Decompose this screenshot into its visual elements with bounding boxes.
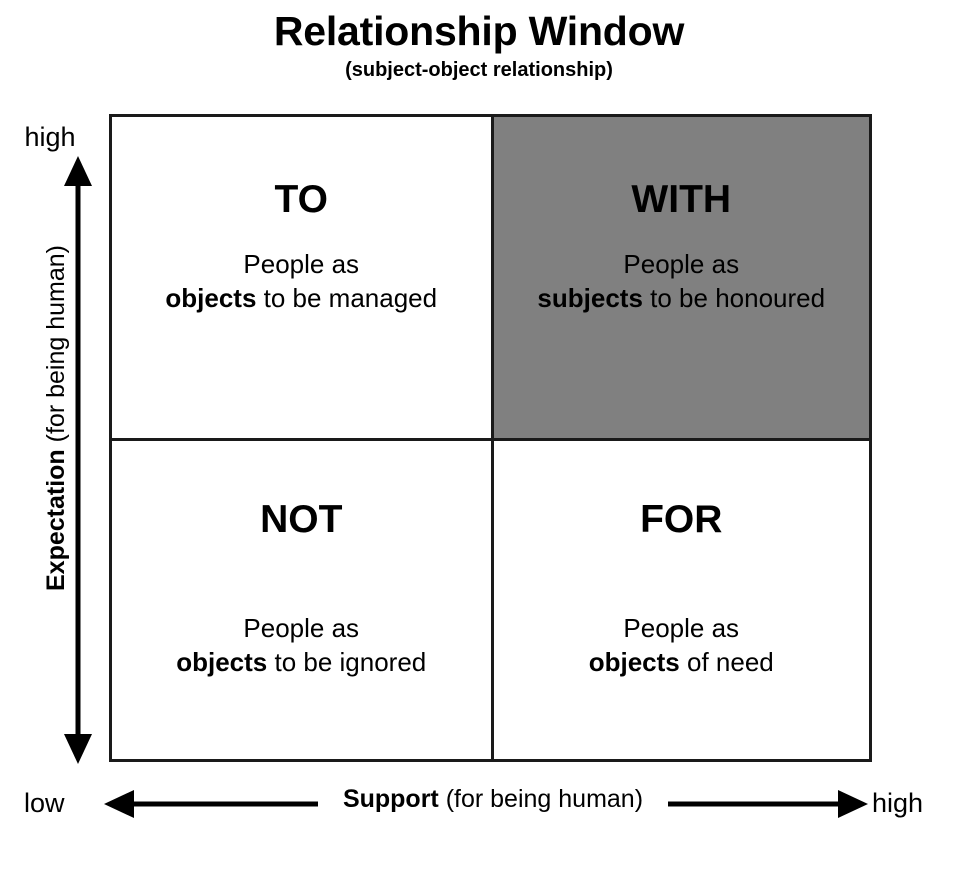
quadrant-for[interactable]: FOR People as objects of need — [490, 438, 869, 759]
page-title: Relationship Window — [273, 8, 685, 54]
x-axis-title-bold: Support — [342, 785, 439, 813]
quadrant-with-line2: subjects to be honoured — [537, 281, 825, 315]
y-axis: high Expectation (for being human) — [0, 114, 109, 764]
x-axis-title: Support (for being human) — [318, 784, 668, 814]
quadrant-for-line1: People as — [623, 613, 740, 643]
quadrant-with-line2-rest: to be honoured — [642, 283, 826, 313]
page-subtitle: (subject-object relationship) — [345, 59, 613, 81]
quadrant-to-heading: TO — [274, 178, 328, 221]
quadrant-not-line2: objects to be ignored — [176, 645, 426, 679]
y-axis-high-label: high — [24, 122, 76, 152]
quadrant-for-line2-bold: objects — [588, 647, 680, 677]
quadrant-for-heading: FOR — [640, 498, 723, 541]
quadrant-not-line2-rest: to be ignored — [267, 647, 427, 677]
x-axis-low-label: low — [24, 788, 65, 818]
quadrant-to-body: People as objects to be managed — [165, 247, 437, 315]
quadrant-not-body: People as objects to be ignored — [176, 611, 426, 679]
quadrant-with-heading: WITH — [631, 178, 732, 221]
quadrant-not-line1: People as — [243, 613, 360, 643]
quadrant-not-heading: NOT — [260, 498, 343, 541]
x-axis-high-label: high — [872, 788, 924, 818]
quadrant-for-body: People as objects of need — [589, 611, 774, 679]
quadrant-for-line2: objects of need — [589, 645, 774, 679]
quadrant-with-line1: People as — [623, 249, 740, 279]
quadrant-to-line2-rest: to be managed — [256, 283, 438, 313]
y-axis-title: Expectation (for being human) — [42, 138, 70, 698]
double-headed-vertical-arrow-icon — [64, 156, 92, 764]
left-arrow-icon — [104, 790, 318, 818]
y-axis-title-bold: Expectation — [42, 449, 70, 591]
x-axis-title-rest: (for being human) — [438, 785, 644, 813]
right-arrow-icon — [668, 790, 868, 818]
title-block: Relationship Window (subject-object rela… — [0, 8, 958, 82]
quadrant-with[interactable]: WITH People as subjects to be honoured — [490, 117, 869, 438]
relationship-matrix: TO People as objects to be managed WITH … — [109, 114, 872, 762]
quadrant-with-body: People as subjects to be honoured — [537, 247, 825, 315]
quadrant-to-line2: objects to be managed — [165, 281, 437, 315]
y-axis-title-rest: (for being human) — [42, 245, 70, 450]
quadrant-for-line2-rest: of need — [679, 647, 774, 677]
quadrant-not[interactable]: NOT People as objects to be ignored — [112, 438, 491, 759]
x-axis: low Support (for being human) high — [0, 772, 958, 842]
quadrant-not-line2-bold: objects — [176, 647, 268, 677]
quadrant-to-line1: People as — [243, 249, 360, 279]
quadrant-with-line2-bold: subjects — [537, 283, 643, 313]
quadrant-to[interactable]: TO People as objects to be managed — [112, 117, 491, 438]
quadrant-to-line2-bold: objects — [165, 283, 257, 313]
